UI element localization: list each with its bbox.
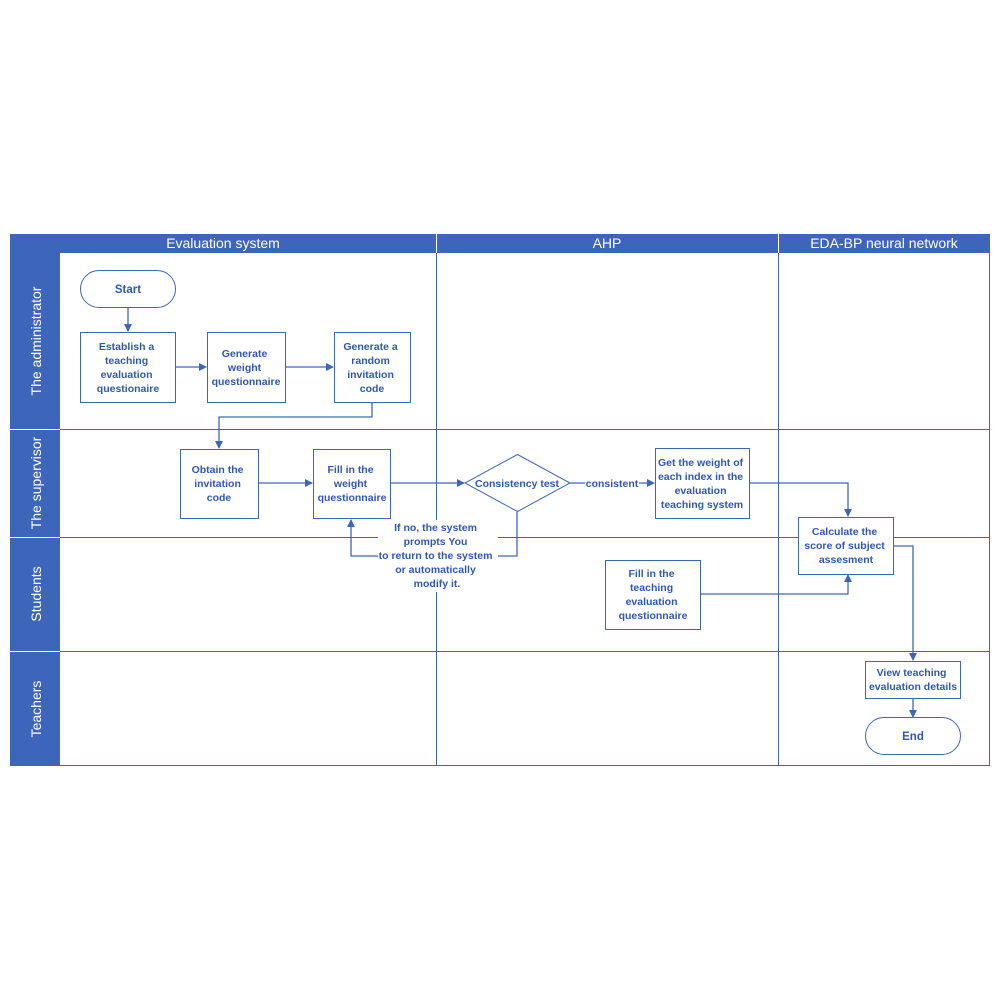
consistent-label-bg (585, 476, 639, 490)
lane-title-supervisor: The supervisor (28, 436, 44, 529)
obtain-code-node (180, 449, 259, 519)
consistent-edge-label: consistent (586, 478, 639, 490)
calculate-node (798, 517, 894, 575)
lane-header-bar (10, 253, 60, 766)
generate-weight-label: Generate weight questionnaire (212, 348, 281, 388)
fill-teaching-label: Fill in the teaching evaluation question… (619, 568, 688, 622)
column-title-eda-bp: EDA-BP neural network (810, 235, 959, 251)
calculate-label: Calculate the score of subject assesment (804, 526, 887, 566)
generate-weight-node (207, 332, 286, 403)
start-node (80, 270, 176, 308)
get-weight-node (655, 448, 750, 519)
retry-edge-label: If no, the system prompts You to return … (379, 522, 496, 590)
establish-label: Establish a teaching evaluation question… (97, 341, 160, 395)
end-label: End (902, 731, 924, 743)
lane-title-teachers: Teachers (28, 681, 44, 738)
consistency-label: Consistency test (475, 478, 560, 490)
view-details-label: View teaching evaluation details (869, 667, 957, 693)
generate-code-label: Generate a random invitation code (343, 341, 400, 395)
arrow-get-weight-to-calculate (750, 482, 852, 517)
start-label: Start (115, 284, 141, 296)
fill-weight-label: Fill in the weight questionnaire (318, 464, 387, 504)
arrow-calculate-to-view-details (894, 545, 917, 661)
lane-title-students: Students (28, 566, 44, 621)
establish-node (80, 332, 176, 403)
column-title-ahp: AHP (593, 235, 622, 251)
column-title-evaluation-system: Evaluation system (166, 235, 280, 251)
lane-title-administrator: The administrator (28, 286, 44, 395)
get-weight-label: Get the weight of each index in the eval… (658, 457, 746, 511)
connectors (124, 308, 917, 718)
end-node (865, 717, 961, 755)
view-details-node (865, 661, 961, 699)
generate-code-node (334, 332, 411, 403)
obtain-code-label: Obtain the invitation code (192, 464, 247, 504)
fill-weight-node (313, 449, 391, 519)
arrow-generate-code-to-obtain-code (215, 403, 373, 449)
consistency-node (463, 453, 572, 513)
nodes (80, 270, 961, 755)
fill-teaching-node (605, 560, 701, 630)
column-header-bar (10, 234, 990, 253)
arrow-fill-teaching-to-calculate (701, 574, 852, 595)
retry-label-bg (378, 520, 498, 592)
